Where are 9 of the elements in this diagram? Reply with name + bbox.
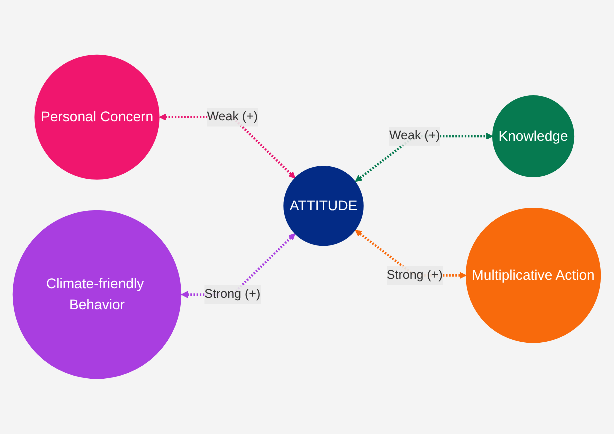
edge-label: Weak (+) [207, 110, 258, 124]
edge-label: Weak (+) [389, 129, 440, 143]
edge-label: Strong (+) [386, 268, 443, 282]
edge-label: Strong (+) [204, 288, 261, 302]
node-circle: Climate-friendly Behavior [12, 210, 182, 380]
node-circle: ATTITUDE [284, 166, 364, 246]
node-circle: Knowledge [492, 95, 575, 178]
node-circle: Multiplicative Action [466, 208, 602, 344]
node-circle: Personal Concern [34, 54, 160, 180]
